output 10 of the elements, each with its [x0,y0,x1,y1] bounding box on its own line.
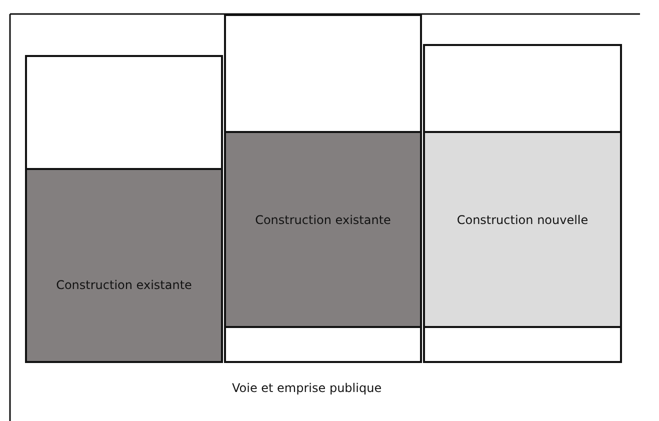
building-label: Construction existante [254,212,392,227]
parcel-outline [423,44,622,363]
building-block [224,131,422,328]
building-label: Construction existante [55,278,193,292]
building-block [423,131,622,328]
parcel-outline [25,55,223,363]
parcel-outline [224,14,422,363]
building-block [25,168,223,363]
building-label: Construction nouvelle [456,212,590,227]
street-label: Voie et emprise publique [232,381,382,395]
